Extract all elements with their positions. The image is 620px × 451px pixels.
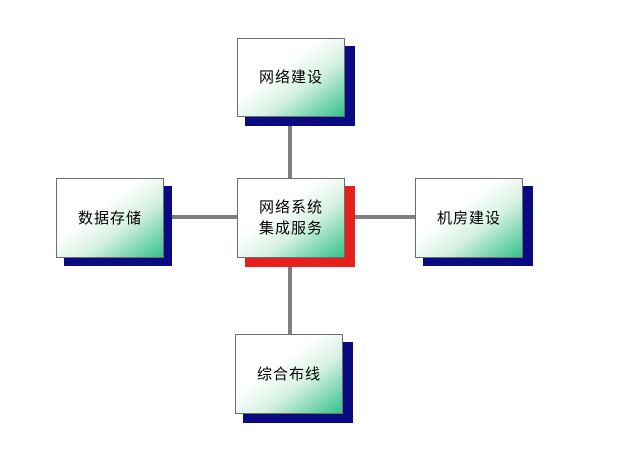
- connector-top: [288, 120, 292, 178]
- node-network-construction-label: 网络建设: [258, 68, 323, 86]
- node-network-construction: 网络建设: [237, 38, 345, 117]
- connector-left: [164, 215, 238, 219]
- connector-bottom: [288, 258, 292, 334]
- connector-right: [345, 215, 415, 219]
- node-data-storage: 数据存储: [56, 178, 164, 258]
- node-integrated-cabling: 综合布线: [235, 334, 343, 414]
- node-integrated-cabling-label: 综合布线: [256, 364, 321, 383]
- node-center-line2: 集成服务: [258, 219, 323, 237]
- node-machine-room-construction-label: 机房建设: [436, 208, 501, 227]
- node-machine-room-construction: 机房建设: [415, 178, 523, 258]
- node-data-storage-label: 数据存储: [77, 208, 142, 227]
- node-center-line1: 网络系统: [258, 198, 323, 216]
- node-system-integration-services: 网络系统 集成服务: [237, 178, 345, 258]
